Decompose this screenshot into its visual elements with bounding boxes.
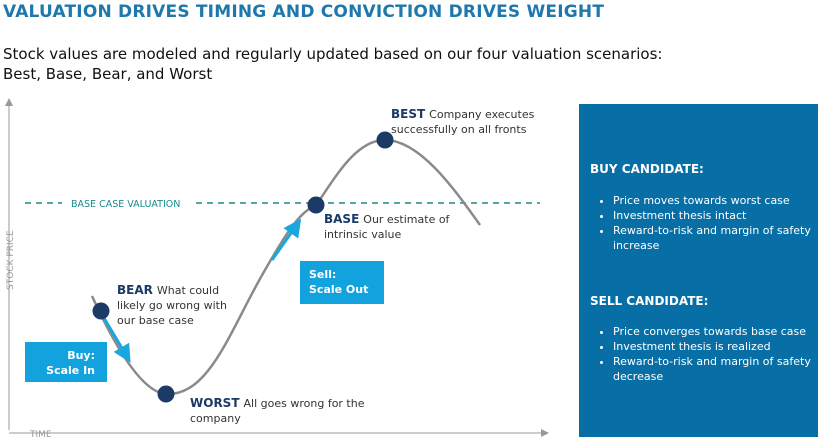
y-axis-label: STOCK PRICE xyxy=(6,230,16,290)
page-title: VALUATION DRIVES TIMING AND CONVICTION D… xyxy=(3,2,605,22)
subtitle-line-1: Stock values are modeled and regularly u… xyxy=(3,45,663,63)
list-item: Price converges towards base case xyxy=(613,324,816,339)
bear-label-text: What could likely go wrong with our base… xyxy=(117,284,227,327)
sell-box-line-2: Scale Out xyxy=(309,283,369,296)
list-item: Investment thesis is realized xyxy=(613,339,816,354)
base-label-name: BASE xyxy=(324,212,360,226)
scale-in-arrow xyxy=(102,317,131,363)
list-item: Reward-to-risk and margin of safety decr… xyxy=(613,354,816,384)
worst-label-text: All goes wrong for the company xyxy=(190,397,365,425)
list-item: Investment thesis intact xyxy=(613,208,816,223)
buy-box-line-2: Scale In xyxy=(46,364,95,377)
sell-candidate-list: Price converges towards base case Invest… xyxy=(590,324,816,384)
bear-point xyxy=(92,302,110,320)
best-label-name: BEST xyxy=(391,107,426,121)
subtitle-line-2: Best, Base, Bear, and Worst xyxy=(3,65,213,83)
base-label-text: Our estimate of intrinsic value xyxy=(324,213,450,241)
list-item: Price moves towards worst case xyxy=(613,193,816,208)
best-point xyxy=(376,131,394,149)
x-axis-label: TIME xyxy=(29,430,52,440)
price-curve xyxy=(90,138,482,396)
list-item: Reward-to-risk and margin of safety incr… xyxy=(613,223,816,253)
best-label-text: Company executes successfully on all fro… xyxy=(391,108,535,136)
worst-label-name: WORST xyxy=(190,396,240,410)
page-subtitle: Stock values are modeled and regularly u… xyxy=(3,44,703,84)
bear-label-name: BEAR xyxy=(117,283,153,297)
sell-candidate-heading: SELL CANDIDATE: xyxy=(590,294,709,308)
sell-scale-out-box: Sell: Scale Out xyxy=(300,261,384,304)
base-point xyxy=(307,196,325,214)
scale-out-arrow xyxy=(270,218,302,261)
buy-scale-in-box: Buy: Scale In xyxy=(25,342,107,382)
sell-box-line-1: Sell: xyxy=(309,268,337,281)
base-case-label: BASE CASE VALUATION xyxy=(71,199,180,210)
worst-point xyxy=(157,385,175,403)
buy-candidate-heading: BUY CANDIDATE: xyxy=(590,162,704,176)
buy-candidate-list: Price moves towards worst case Investmen… xyxy=(590,193,816,253)
buy-box-line-1: Buy: xyxy=(67,349,95,362)
candidate-info-panel: BUY CANDIDATE: Price moves towards worst… xyxy=(579,104,818,437)
